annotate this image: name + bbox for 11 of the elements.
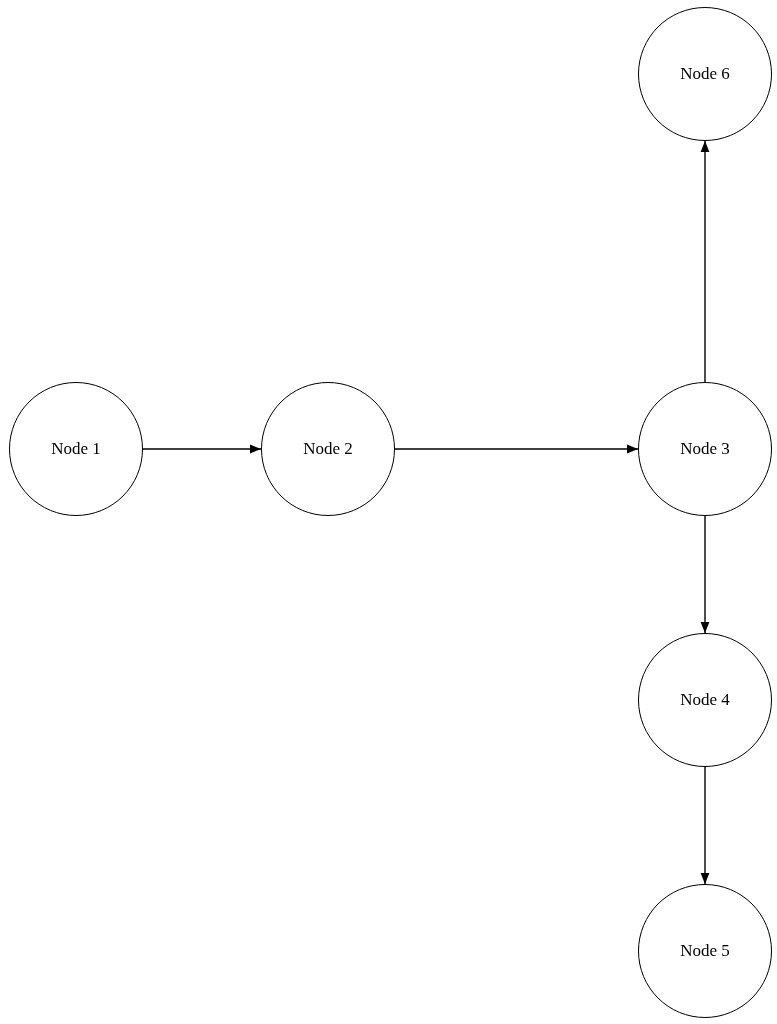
node-label: Node 5 [680, 941, 730, 961]
node-label: Node 6 [680, 64, 730, 84]
arrow [700, 515, 710, 634]
arrow [142, 444, 262, 454]
arrow [700, 140, 710, 383]
node-label: Node 2 [303, 439, 353, 459]
node-label: Node 1 [51, 439, 101, 459]
node-label: Node 3 [680, 439, 730, 459]
arrow [700, 766, 710, 885]
node-label: Node 4 [680, 690, 730, 710]
arrow [394, 444, 639, 454]
